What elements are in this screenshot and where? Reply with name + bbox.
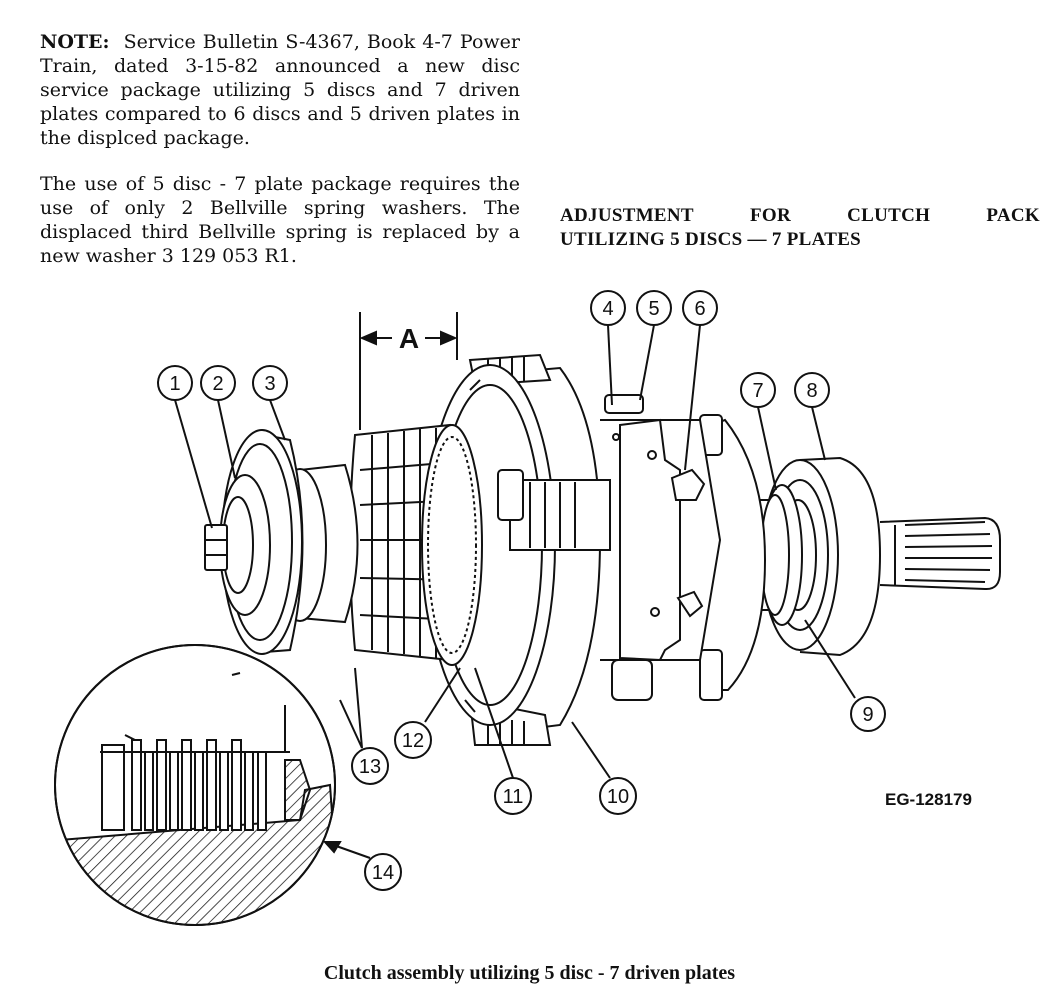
callout-1: 1 [157,365,213,529]
heading-line-2: UTILIZING 5 DISCS — 7 PLATES [560,229,862,250]
heading-word-1: ADJUSTMENT [560,205,694,226]
figure-caption: Clutch assembly utilizing 5 disc - 7 dri… [323,962,736,984]
left-hub [204,429,359,655]
note-label: NOTE: [40,31,110,53]
output-shaft [879,516,1001,591]
callout-1-label: 1 [169,373,180,395]
callout-11: 11 [474,667,532,815]
inset-disc-pack [131,739,267,831]
callout-8-label: 8 [806,380,817,402]
callout-4-label: 4 [602,298,613,320]
callout-3-label: 3 [264,373,275,395]
callout-6: 6 [682,290,718,471]
heading-word-4: PACK [986,205,1040,226]
inset-detail-14 [54,644,336,926]
callout-2-label: 2 [212,373,223,395]
callout-9: 9 [804,619,886,732]
callout-13: 13 [339,667,389,785]
section-heading: ADJUSTMENT FOR CLUTCH PACK UTILIZING 5 D… [560,204,1040,252]
dimension-a-label: A [399,323,419,354]
callout-11-label: 11 [503,786,524,808]
figure-code: EG-128179 [885,790,972,809]
callout-2: 2 [200,365,236,479]
callout-6-label: 6 [694,298,705,320]
heading-word-3: CLUTCH [847,205,931,226]
callout-14-label: 14 [372,862,394,884]
callout-5-label: 5 [648,298,659,320]
note-text-1: Service Bulletin S-4367, Book 4-7 Power … [40,31,520,149]
callout-7: 7 [740,372,777,491]
callout-3: 3 [252,365,288,441]
service-note: NOTE: Service Bulletin S-4367, Book 4-7 … [40,30,520,290]
callout-12-label: 12 [402,730,424,752]
callout-7-label: 7 [752,380,763,402]
callout-14: 14 [322,841,402,891]
callout-10: 10 [571,721,637,815]
callout-group: 1 2 3 4 5 6 7 [157,290,886,891]
callout-13-label: 13 [359,756,381,778]
heading-line-1: ADJUSTMENT FOR CLUTCH PACK [560,204,1040,228]
clutch-gear [349,423,483,666]
seal-rings [760,484,803,626]
dimension-a: A [359,312,458,430]
callout-8: 8 [794,372,830,461]
heading-word-2: FOR [750,205,792,226]
callout-9-label: 9 [862,704,873,726]
callout-4: 4 [590,290,626,406]
clutch-housing-block [600,394,767,701]
note-paragraph-1: NOTE: Service Bulletin S-4367, Book 4-7 … [40,30,520,150]
callout-10-label: 10 [607,786,629,808]
note-paragraph-2: The use of 5 disc - 7 plate package requ… [40,173,520,267]
callout-12: 12 [394,667,461,759]
callout-5: 5 [636,290,672,401]
